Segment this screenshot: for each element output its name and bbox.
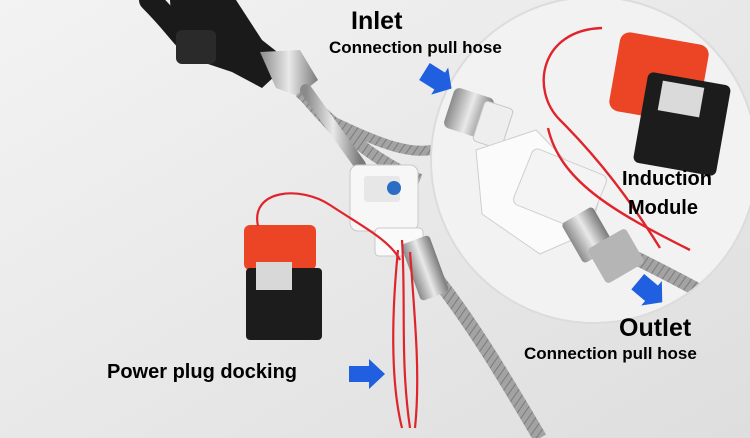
solenoid-valve bbox=[349, 164, 449, 301]
faucet bbox=[139, 0, 318, 96]
inlet-title: Inlet bbox=[351, 7, 403, 35]
metal-pipe bbox=[300, 84, 366, 171]
power-plug-label: Power plug docking bbox=[107, 361, 298, 383]
arrow-right-icon bbox=[349, 359, 385, 389]
arrow-down-right-icon bbox=[631, 274, 663, 306]
inlet-subtitle: Connection pull hose bbox=[329, 38, 502, 57]
outlet-subtitle: Connection pull hose bbox=[524, 344, 697, 363]
red-wires bbox=[256, 192, 419, 429]
induction-label-line1: Induction bbox=[622, 168, 712, 190]
battery-box bbox=[244, 225, 322, 340]
arrow-down-right-icon bbox=[419, 63, 452, 95]
outlet-title: Outlet bbox=[619, 314, 692, 342]
induction-label-line2: Module bbox=[628, 197, 698, 219]
zoom-inset bbox=[430, 0, 750, 324]
